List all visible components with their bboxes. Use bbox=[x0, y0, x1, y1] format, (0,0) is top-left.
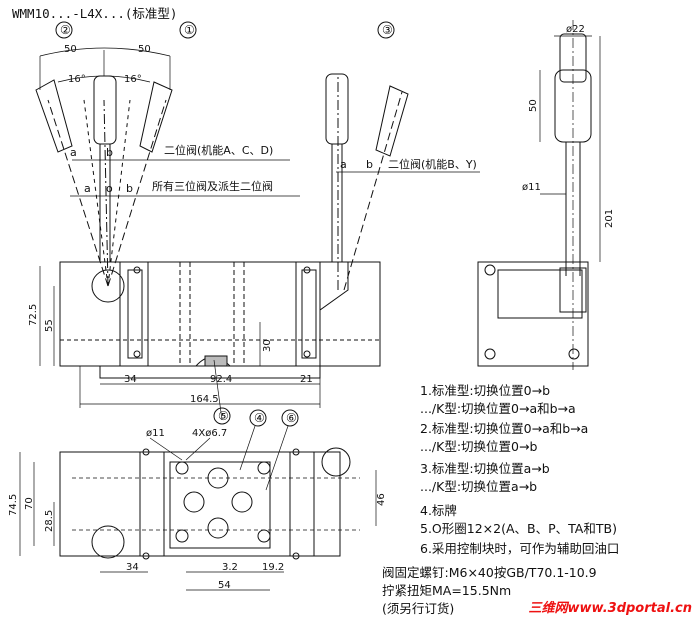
dim-phi11-bot: ø11 bbox=[146, 428, 165, 439]
dim-angle-right: 16° bbox=[124, 74, 142, 85]
note-4: 4.标牌 bbox=[420, 503, 457, 518]
dim-phi22: ø22 bbox=[566, 24, 585, 35]
dims-top-view bbox=[39, 266, 321, 408]
valve-body-front bbox=[59, 261, 381, 379]
label-b-1: b bbox=[106, 146, 113, 159]
lever-middle-group bbox=[325, 73, 480, 291]
dim-54: 54 bbox=[218, 580, 231, 591]
dim-19-2: 19.2 bbox=[262, 562, 284, 573]
label-all-three-pos: 所有三位阀及派生二位阀 bbox=[152, 179, 273, 193]
label-o: o bbox=[106, 182, 113, 195]
label-two-pos-acd: 二位阀(机能A、C、D) bbox=[164, 143, 273, 157]
dim-72-5: 72.5 bbox=[28, 304, 39, 326]
dim-50-v: 50 bbox=[528, 99, 539, 112]
side-view bbox=[477, 20, 601, 370]
dim-70: 70 bbox=[24, 497, 35, 510]
label-a-2: a bbox=[84, 182, 91, 195]
dim-50-right: 50 bbox=[138, 44, 151, 55]
dim-phi11-side: ø11 bbox=[522, 182, 541, 193]
label-two-pos-by: 二位阀(机能B、Y) bbox=[388, 157, 477, 171]
note-6: 6.采用控制块时，可作为辅助回油口 bbox=[420, 541, 620, 556]
dim-3-2: 3.2 bbox=[222, 562, 238, 573]
dims-bottom-view bbox=[19, 359, 377, 591]
bolt-spec: 阀固定螺钉:M6×40按GB/T70.1-10.9 bbox=[382, 565, 597, 580]
dimension-text: 50 50 16° 16° 72.5 55 30 34 92.4 21 164.… bbox=[8, 24, 615, 591]
dim-46: 46 bbox=[376, 493, 387, 506]
callout-6: ⑥ bbox=[286, 411, 297, 425]
callout-3: ③ bbox=[382, 23, 393, 37]
callout-1: ① bbox=[184, 23, 195, 37]
dim-164-5: 164.5 bbox=[190, 394, 219, 405]
note-3k: .../K型:切换位置a→b bbox=[420, 479, 538, 494]
dim-201: 201 bbox=[604, 209, 615, 228]
dim-92-4: 92.4 bbox=[210, 374, 232, 385]
bolt-order-note: (须另行订货) bbox=[382, 601, 455, 616]
label-b-2: b bbox=[126, 182, 133, 195]
dim-74-5: 74.5 bbox=[8, 494, 19, 516]
dim-21: 21 bbox=[300, 374, 313, 385]
lever-left-group bbox=[35, 47, 300, 287]
dim-angle-left: 16° bbox=[68, 74, 86, 85]
note-2: 2.标准型:切换位置0→a和b→a bbox=[420, 421, 589, 436]
drawing-title: WMM10...-L4X...(标准型) bbox=[12, 6, 178, 21]
valve-body-top bbox=[59, 447, 360, 560]
bolt-torque: 拧紧扭矩MA=15.5Nm bbox=[382, 583, 512, 598]
dim-34-bot: 34 bbox=[126, 562, 139, 573]
note-2k: .../K型:切换位置0→b bbox=[420, 439, 538, 454]
label-a-3: a bbox=[340, 158, 347, 171]
watermark: 三维网www.3dportal.cn bbox=[528, 601, 692, 616]
dim-34-top: 34 bbox=[124, 374, 137, 385]
callout-markers: ② ① ③ ④ ⑤ ⑥ bbox=[55, 21, 395, 427]
dim-55: 55 bbox=[44, 319, 55, 332]
note-3: 3.标准型:切换位置a→b bbox=[420, 461, 550, 476]
dim-50-left: 50 bbox=[64, 44, 77, 55]
note-5: 5.O形圈12×2(A、B、P、TA和TB) bbox=[420, 521, 617, 536]
dim-28-5: 28.5 bbox=[44, 510, 55, 532]
label-a-1: a bbox=[70, 146, 77, 159]
note-1k: .../K型:切换位置0→a和b→a bbox=[420, 401, 576, 416]
dim-holes: 4Xø6.7 bbox=[192, 428, 227, 439]
dim-30: 30 bbox=[262, 339, 273, 352]
callout-5: ⑤ bbox=[218, 409, 229, 423]
callout-2: ② bbox=[60, 23, 71, 37]
callout-4: ④ bbox=[254, 411, 265, 425]
label-b-3: b bbox=[366, 158, 373, 171]
note-1: 1.标准型:切换位置0→b bbox=[420, 383, 550, 398]
position-labels: 二位阀(机能A、C、D) 所有三位阀及派生二位阀 二位阀(机能B、Y) a b … bbox=[70, 143, 477, 195]
